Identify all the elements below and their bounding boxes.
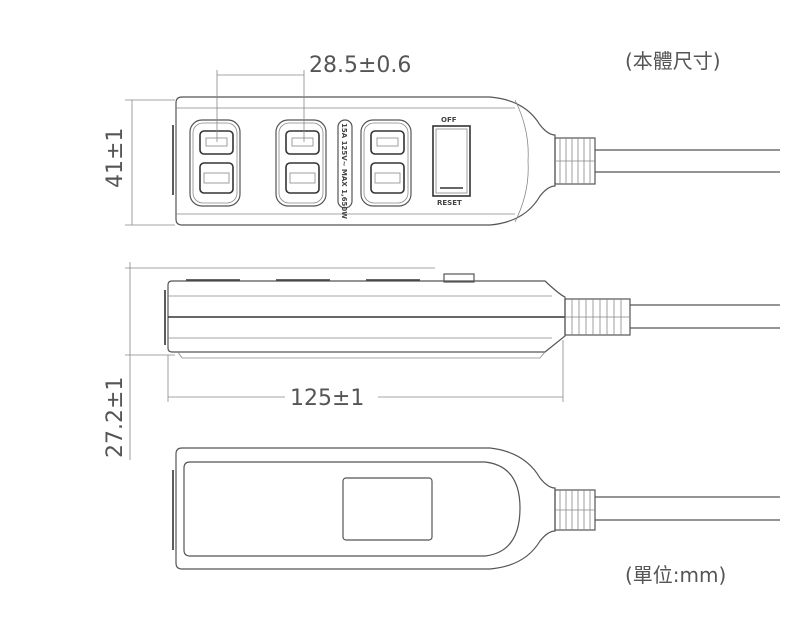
- height-dimension-line: [125, 99, 175, 226]
- bottom-power-cord: [595, 496, 780, 521]
- switch-reset-label: RESET: [437, 199, 462, 207]
- side-power-cord: [630, 304, 780, 329]
- outlet-1: [189, 119, 241, 207]
- rating-label: [337, 119, 353, 209]
- power-cord: [595, 149, 780, 173]
- side-view: 27.2±1 125±1: [103, 262, 780, 460]
- cord-strain-relief: [554, 137, 596, 185]
- outlet-2: [275, 119, 327, 207]
- switch-off-label: OFF: [441, 116, 457, 124]
- outlet-3: [360, 119, 412, 207]
- bottom-view: [172, 447, 780, 570]
- rating-text: 15A 125V~ MAX 1,650W: [340, 123, 348, 219]
- side-cord-strain-relief: [564, 298, 631, 336]
- body-size-note: (本體尺寸): [625, 49, 721, 73]
- unit-note: (單位:mm): [625, 563, 726, 587]
- pitch-dimension-line: [216, 70, 305, 142]
- length-dimension-line: [167, 340, 564, 402]
- bottom-label-area: [342, 477, 433, 541]
- top-view: 15A 125V~ MAX 1,650W OFF RESET 28.5±0.6 …: [103, 53, 780, 226]
- length-dimension: 125±1: [290, 386, 364, 411]
- height-dimension: 41±1: [103, 128, 128, 188]
- thickness-dimension-line: [125, 262, 175, 460]
- thickness-dimension: 27.2±1: [103, 377, 128, 458]
- bottom-cord-strain-relief: [554, 489, 596, 531]
- off-reset-switch: OFF RESET: [432, 116, 471, 207]
- outlet-pitch-dimension: 28.5±0.6: [309, 53, 411, 78]
